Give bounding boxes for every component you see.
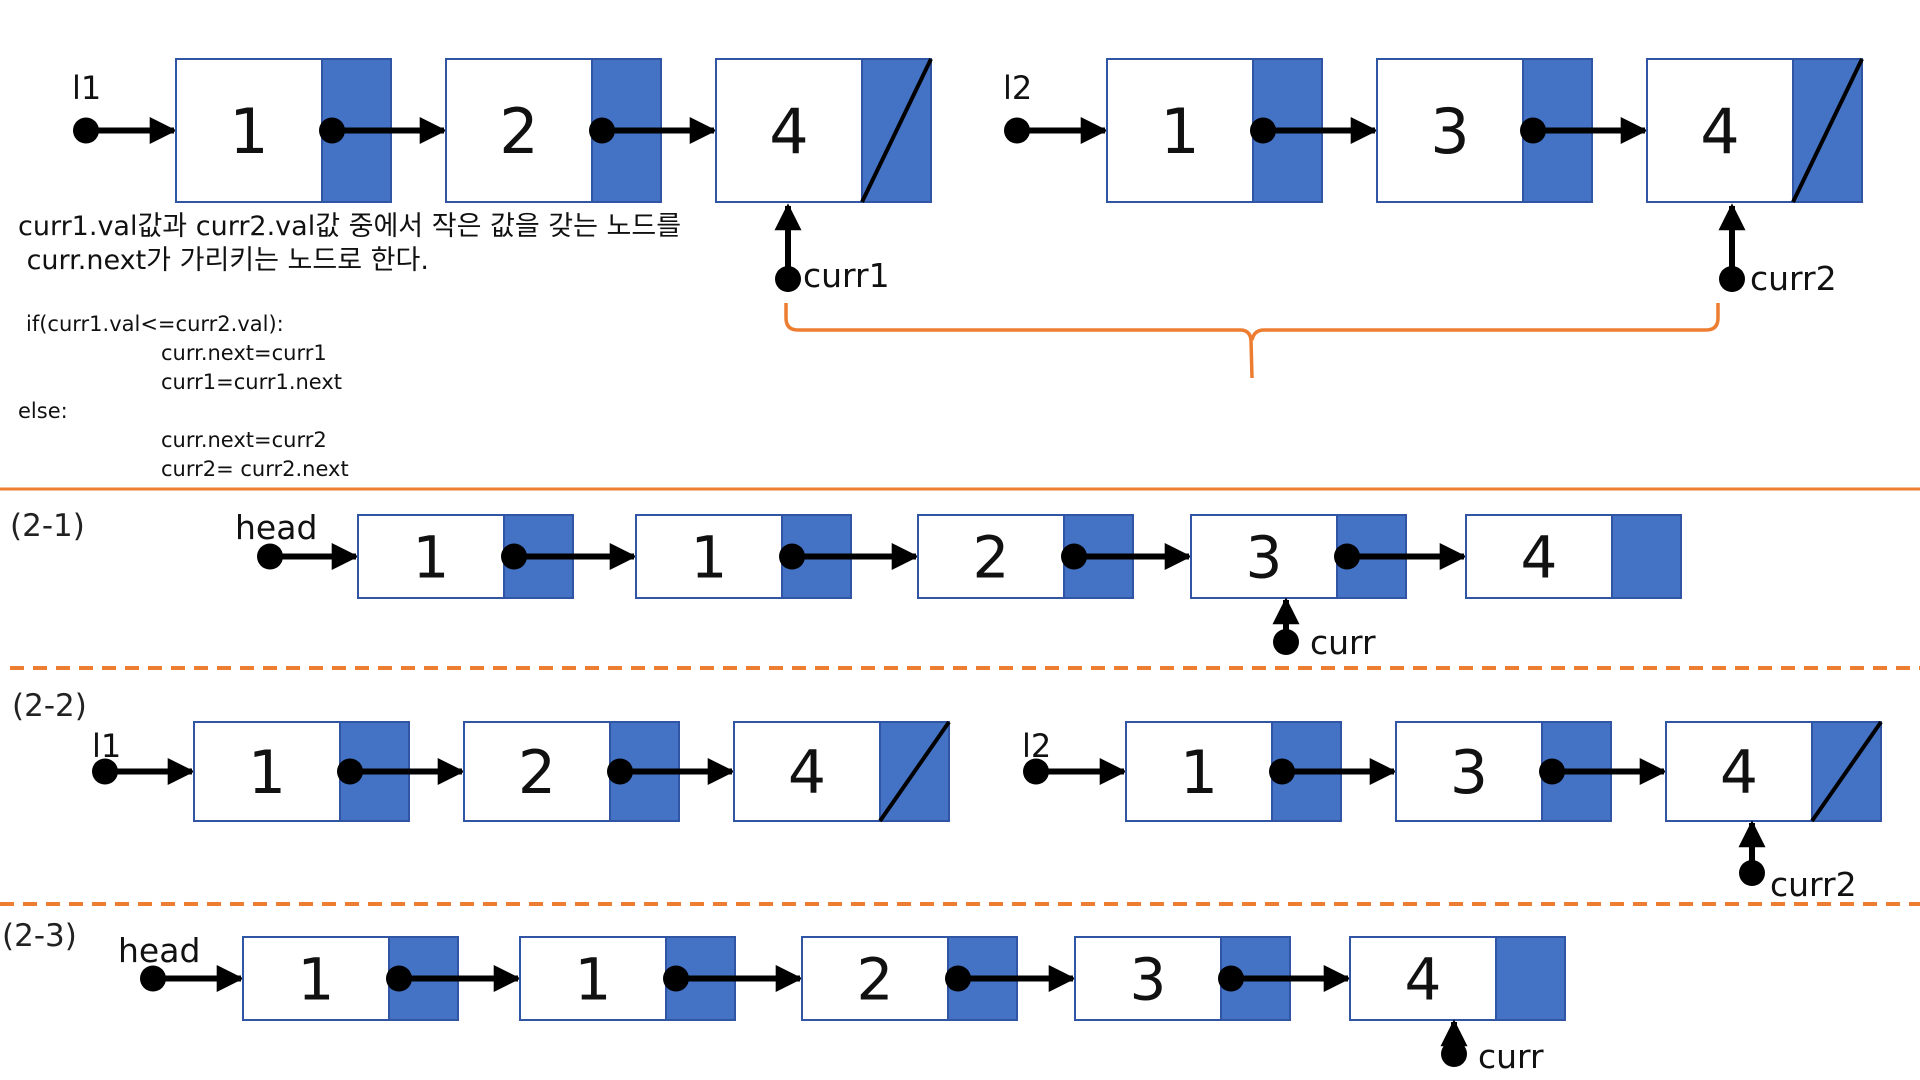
- null-terminator: [878, 720, 951, 823]
- node-value-cell: [1665, 721, 1813, 822]
- node-value: 3: [1450, 738, 1488, 808]
- node-value: 4: [1405, 945, 1442, 1013]
- node-value: 4: [1700, 95, 1739, 168]
- node-value: 4: [769, 95, 808, 168]
- node-value: 1: [1160, 95, 1199, 168]
- node-value: 4: [788, 738, 826, 808]
- node-value: 2: [518, 738, 556, 808]
- node-value: 2: [973, 523, 1010, 591]
- section-title-2-3: (2-3): [2, 918, 77, 954]
- node-pointer-cell: [1495, 936, 1566, 1021]
- node-value-cell: [519, 936, 667, 1021]
- pointer-markers: curr1 curr2 curr curr2 curr: [774, 203, 1857, 1076]
- node-value-cell: [801, 936, 949, 1021]
- s21-head-label: head: [235, 508, 317, 547]
- brace: [784, 303, 1720, 379]
- node-value: 1: [1180, 738, 1218, 808]
- top-list-l1: l1 1 2 4: [72, 58, 933, 203]
- code-line-4: else:: [18, 399, 68, 423]
- code-line-6: curr2= curr2.next: [161, 457, 349, 481]
- node-value-cell: [175, 58, 323, 203]
- top-list-l2: l2 1 3 4: [1003, 58, 1864, 203]
- node-value-cell: [1376, 58, 1524, 203]
- node-value-cell: [1074, 936, 1222, 1021]
- s23-head-label: head: [118, 931, 200, 970]
- section-title-2-1: (2-1): [10, 508, 85, 544]
- code-line-5: curr.next=curr2: [161, 428, 327, 452]
- node-value-cell: [463, 721, 611, 822]
- curr2-label: curr2: [1750, 259, 1837, 298]
- node-value-cell: [1190, 514, 1338, 599]
- node-value-cell: [1125, 721, 1273, 822]
- description-line-1: curr1.val값과 curr2.val값 중에서 작은 값을 갖는 노드를: [18, 211, 682, 242]
- node-value: 1: [248, 738, 286, 808]
- section-title-2-2: (2-2): [12, 688, 87, 724]
- node-value: 3: [1430, 95, 1469, 168]
- node-value: 1: [413, 523, 450, 591]
- node-value-cell: [635, 514, 783, 599]
- node-value-cell: [357, 514, 505, 599]
- curr1-label: curr1: [803, 256, 890, 295]
- node-value-cell: [445, 58, 593, 203]
- node-value: 1: [229, 95, 268, 168]
- code-line-3: curr1=curr1.next: [161, 370, 343, 394]
- node-value-cell: [193, 721, 341, 822]
- code-line-1: if(curr1.val<=curr2.val):: [26, 312, 284, 336]
- node-value-cell: [1106, 58, 1254, 203]
- node-value: 4: [1720, 738, 1758, 808]
- s23-curr-label: curr: [1478, 1037, 1544, 1076]
- node-value-cell: [1646, 58, 1794, 203]
- code-line-2: curr.next=curr1: [161, 341, 327, 365]
- node-value-cell: [733, 721, 881, 822]
- description-text: curr1.val값과 curr2.val값 중에서 작은 값을 갖는 노드를 …: [18, 210, 681, 278]
- node-value: 1: [575, 945, 612, 1013]
- section-2-1-merged-list: head 1 1 2 3 4: [235, 508, 1682, 599]
- s22-curr2-label: curr2: [1770, 865, 1857, 904]
- node-value: 3: [1246, 523, 1283, 591]
- node-value-cell: [715, 58, 863, 203]
- node-value-cell: [1395, 721, 1543, 822]
- node-pointer-cell: [1611, 514, 1682, 599]
- null-terminator: [1791, 58, 1864, 203]
- node-value: 2: [499, 95, 538, 168]
- top-l1-head-label: l1: [72, 69, 101, 107]
- node-value: 3: [1130, 945, 1167, 1013]
- null-terminator: [860, 58, 933, 203]
- s21-curr-label: curr: [1310, 623, 1376, 662]
- node-value: 4: [1521, 523, 1558, 591]
- description-line-2: curr.next가 가리키는 노드로 한다.: [18, 245, 429, 276]
- node-value: 1: [298, 945, 335, 1013]
- section-2-3-merged-list: head 1 1 2 3 4: [118, 931, 1566, 1021]
- node-value: 2: [857, 945, 894, 1013]
- node-value: 1: [691, 523, 728, 591]
- node-value-cell: [917, 514, 1065, 599]
- null-terminator: [1810, 720, 1883, 823]
- node-value-cell: [1349, 936, 1497, 1021]
- top-l2-head-label: l2: [1003, 69, 1032, 107]
- node-value-cell: [242, 936, 390, 1021]
